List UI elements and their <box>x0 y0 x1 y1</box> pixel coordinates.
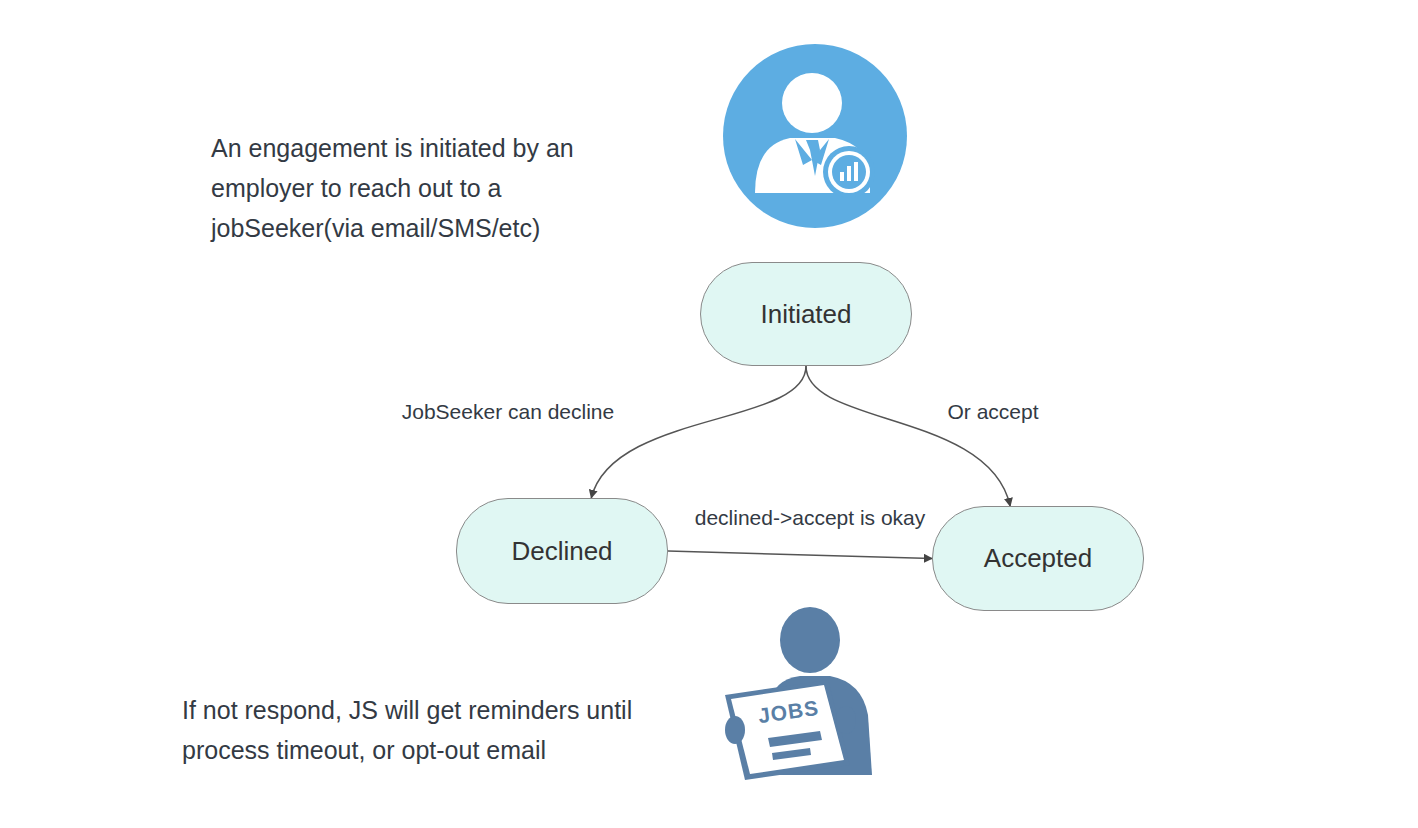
transition-label: JobSeeker can decline <box>399 400 617 424</box>
note-text: An engagement is initiated by an employe… <box>211 128 611 248</box>
transition-label: declined->accept is okay <box>692 506 929 530</box>
state-box: Initiated <box>700 262 912 366</box>
state-label: Declined <box>511 536 612 567</box>
state-label: Accepted <box>984 543 1092 574</box>
jobseeker-icon <box>725 607 872 780</box>
transition-arrow <box>668 551 932 559</box>
state-label: Initiated <box>760 299 851 330</box>
employer-icon <box>723 44 907 228</box>
note-text: If not respond, JS will get reminders un… <box>182 690 722 770</box>
state-box: Declined <box>456 498 668 604</box>
transition-arrow <box>591 366 806 498</box>
state-box: Accepted <box>932 506 1144 611</box>
transition-arrow <box>806 366 1010 506</box>
transition-label: Or accept <box>944 400 1041 424</box>
